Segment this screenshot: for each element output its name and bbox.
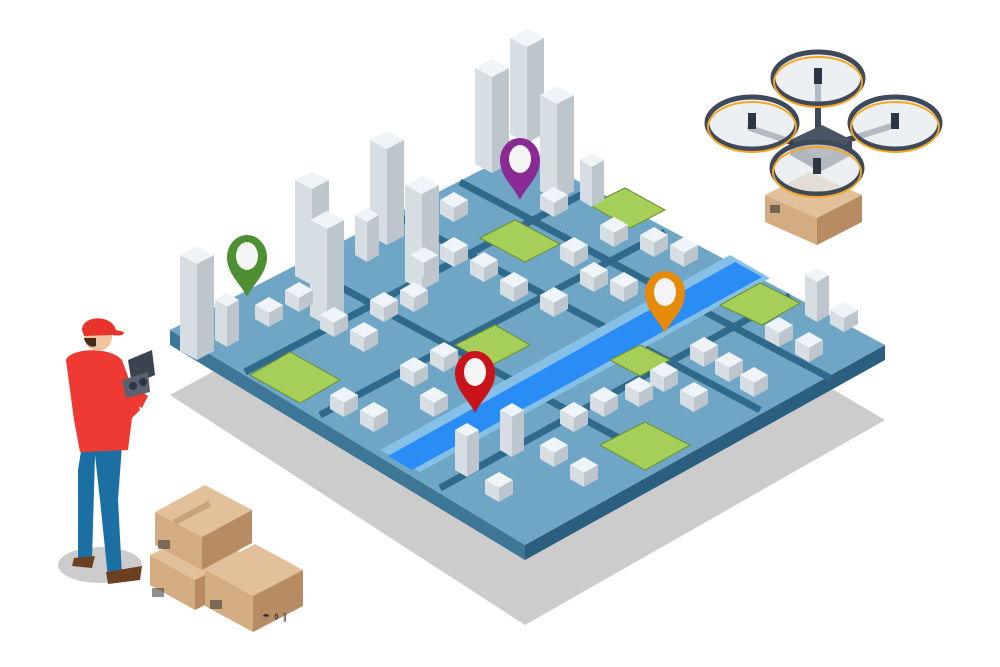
- city-board: [170, 150, 885, 545]
- package-stack-icon: ☂ ⚱ ∥: [150, 485, 303, 632]
- map-pin-purple-icon: [500, 138, 540, 200]
- fragile-marks: ☂ ⚱ ∥: [262, 612, 287, 622]
- map-pin-green-icon: [227, 235, 267, 297]
- board-right-side: [525, 345, 885, 560]
- delivery-person: [58, 318, 155, 584]
- delivery-drone-icon: [704, 49, 943, 245]
- parks: [248, 187, 802, 471]
- map-pin-orange-icon: [645, 271, 685, 333]
- board-left-side: [170, 330, 525, 560]
- map-pin-red-icon: [455, 351, 495, 413]
